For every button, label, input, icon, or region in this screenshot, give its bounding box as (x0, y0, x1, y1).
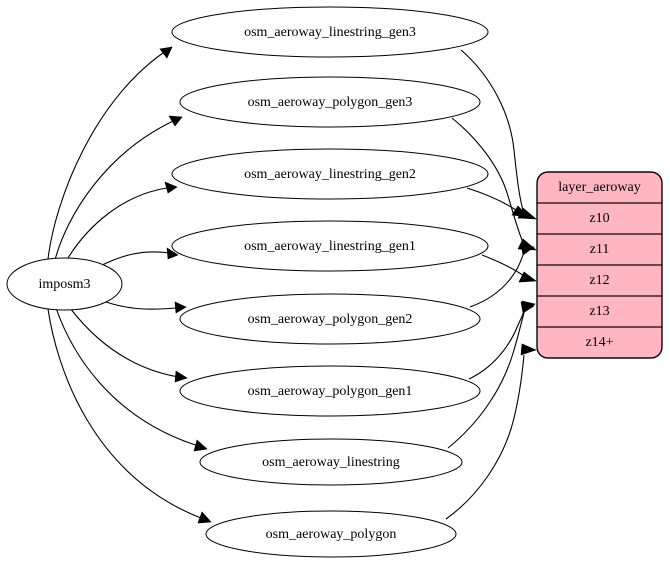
node-osm-aeroway-polygon-shape[interactable] (205, 510, 457, 558)
node-imposm3[interactable]: imposm3 (6, 257, 123, 311)
table-row-z14-plus[interactable]: z14+ (585, 335, 613, 350)
node-osm-aeroway-linestring-gen1[interactable]: osm_aeroway_linestring_gen1 (171, 220, 489, 272)
node-osm-aeroway-linestring-shape[interactable] (199, 438, 463, 486)
edge-imposm3-to-osm-aeroway-linestring-gen1 (97, 247, 179, 268)
edge-osm-aeroway-polygon-gen2-to-z11b (469, 243, 535, 308)
edge-osm-aeroway-linestring-gen2-to-z10-alt (466, 187, 529, 218)
table-row-z12[interactable]: z12 (589, 273, 609, 288)
node-osm-aeroway-linestring-gen3-shape[interactable] (171, 6, 489, 58)
node-layer-aeroway-table[interactable]: layer_aeroway z10 z11 z12 z13 z14+ (536, 171, 663, 359)
edge-imposm3-to-osm-aeroway-linestring (55, 307, 208, 452)
node-osm-aeroway-polygon-gen1-shape[interactable] (179, 365, 481, 417)
table-row-z10[interactable]: z10 (589, 211, 609, 226)
node-osm-aeroway-polygon-gen2-shape[interactable] (179, 293, 481, 345)
node-osm-aeroway-linestring-gen2-shape[interactable] (171, 148, 489, 200)
node-osm-aeroway-linestring-gen3-label: osm_aeroway_linestring_gen3 (244, 25, 416, 40)
edge-imposm3-to-osm-aeroway-polygon (47, 308, 212, 524)
node-imposm3-shape[interactable] (6, 257, 123, 311)
edge-osm-aeroway-polygon-gen1-to-z13 (468, 300, 536, 380)
node-osm-aeroway-polygon-gen1-label: osm_aeroway_polygon_gen1 (248, 384, 413, 399)
node-osm-aeroway-linestring-gen2[interactable]: osm_aeroway_linestring_gen2 (171, 148, 489, 200)
table-row-z11[interactable]: z11 (590, 242, 610, 257)
node-osm-aeroway-linestring-gen1-label: osm_aeroway_linestring_gen1 (244, 239, 416, 254)
edge-group-source-to-intermediate (47, 46, 212, 524)
table-row-z13[interactable]: z13 (589, 304, 609, 319)
edge-osm-aeroway-linestring-gen3-to-z10 (460, 49, 537, 220)
edge-imposm3-to-osm-aeroway-polygon-gen3 (54, 115, 183, 261)
table-header-layer-aeroway: layer_aeroway (558, 180, 640, 195)
edge-imposm3-to-osm-aeroway-linestring-gen3 (47, 46, 173, 260)
node-osm-aeroway-polygon-label: osm_aeroway_polygon (266, 527, 397, 542)
node-osm-aeroway-linestring-label: osm_aeroway_linestring (262, 455, 400, 470)
node-osm-aeroway-polygon-gen3[interactable]: osm_aeroway_polygon_gen3 (179, 76, 481, 128)
edge-imposm3-to-osm-aeroway-linestring-gen2 (67, 181, 178, 259)
node-osm-aeroway-linestring-gen1-shape[interactable] (171, 220, 489, 272)
node-osm-aeroway-polygon-gen2-label: osm_aeroway_polygon_gen2 (248, 312, 413, 327)
edge-imposm3-to-osm-aeroway-polygon-gen1 (69, 307, 188, 383)
table-outline (536, 171, 663, 359)
edge-osm-aeroway-linestring-gen1-to-z12 (481, 254, 537, 283)
node-osm-aeroway-linestring-gen3[interactable]: osm_aeroway_linestring_gen3 (171, 6, 489, 58)
node-osm-aeroway-polygon-gen3-label: osm_aeroway_polygon_gen3 (248, 95, 413, 110)
node-osm-aeroway-polygon[interactable]: osm_aeroway_polygon (205, 510, 457, 558)
node-osm-aeroway-linestring-gen2-label: osm_aeroway_linestring_gen2 (244, 167, 416, 182)
edge-imposm3-to-osm-aeroway-polygon-gen2 (99, 299, 187, 314)
edge-osm-aeroway-linestring-to-z13b (447, 301, 535, 449)
node-osm-aeroway-polygon-gen3-shape[interactable] (179, 76, 481, 128)
table-rows-clipped (537, 202, 662, 328)
edge-osm-aeroway-polygon-to-z14 (445, 343, 537, 520)
edge-group-intermediate-to-table (445, 49, 537, 520)
node-osm-aeroway-linestring[interactable]: osm_aeroway_linestring (199, 438, 463, 486)
node-osm-aeroway-polygon-gen1[interactable]: osm_aeroway_polygon_gen1 (179, 365, 481, 417)
node-osm-aeroway-polygon-gen2[interactable]: osm_aeroway_polygon_gen2 (179, 293, 481, 345)
node-imposm3-label: imposm3 (38, 277, 90, 292)
